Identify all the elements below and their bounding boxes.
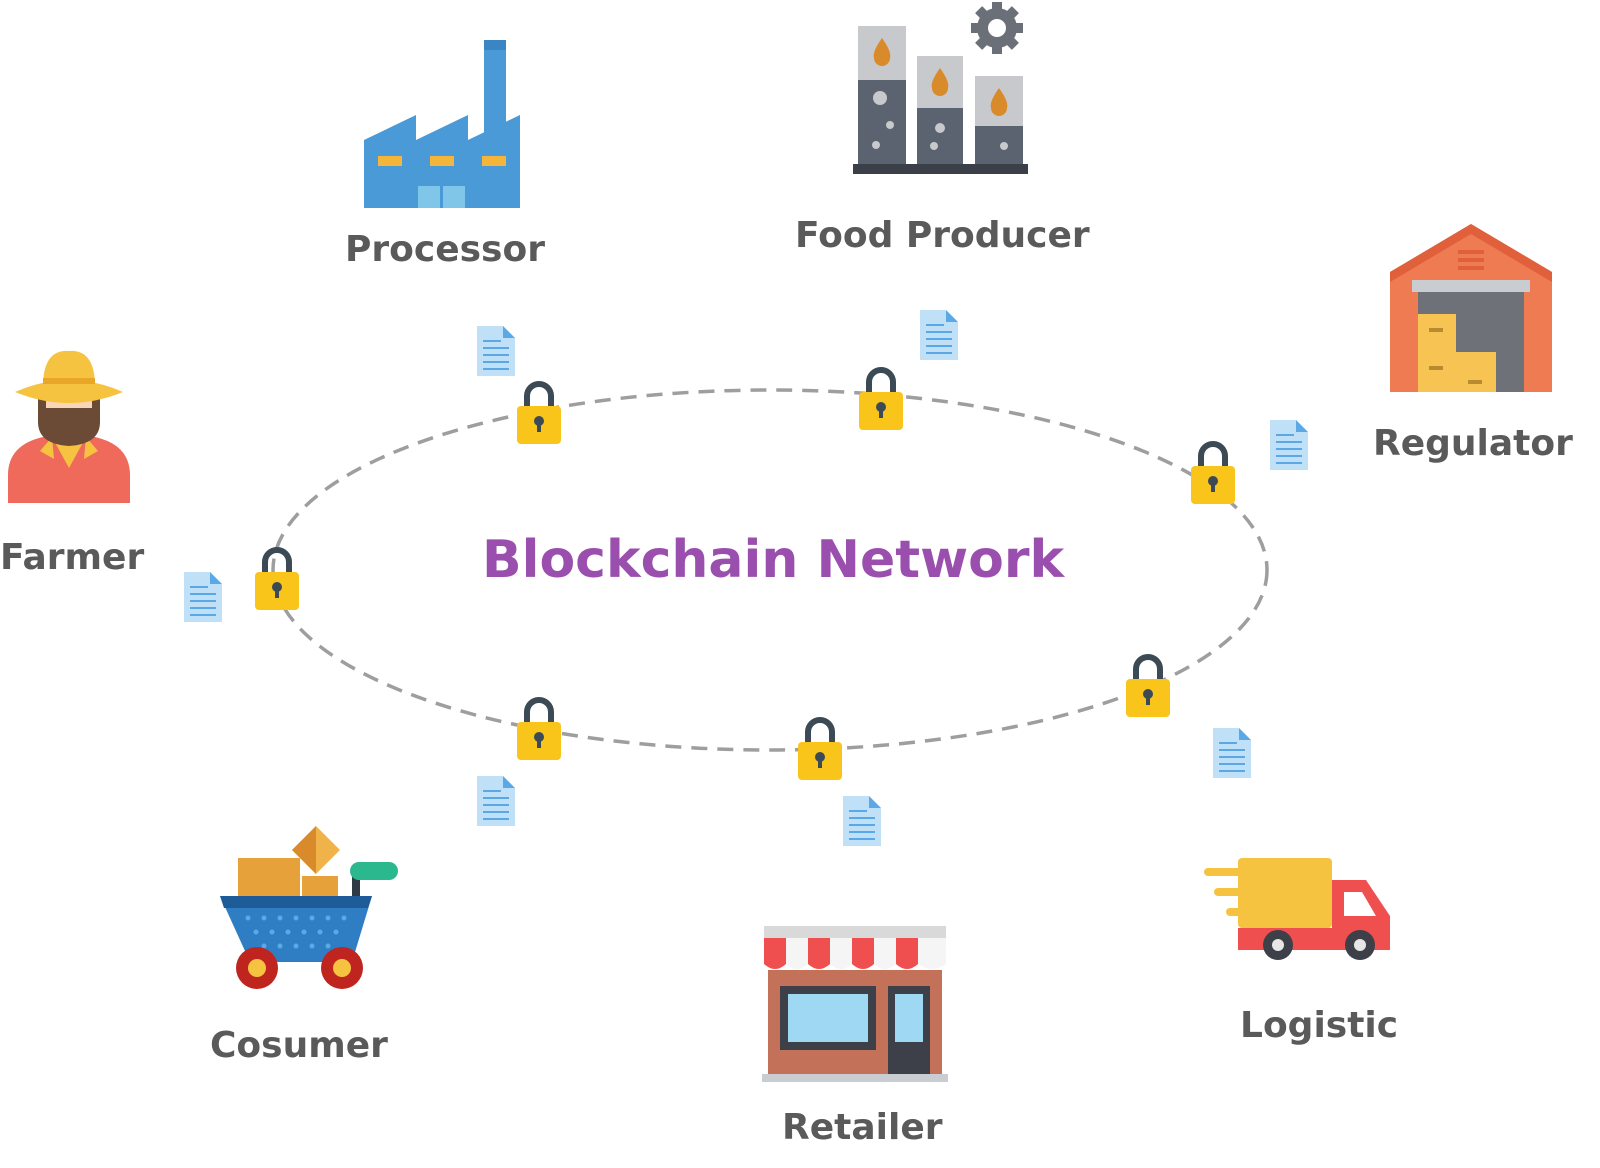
document-icon <box>184 572 222 622</box>
shopping-cart-icon <box>220 826 398 989</box>
lock-icon <box>1191 444 1235 504</box>
node-label-food-producer: Food Producer <box>795 215 1090 256</box>
document-icon <box>843 796 881 846</box>
document-icon <box>1213 728 1251 778</box>
node-label-logistic: Logistic <box>1240 1005 1399 1046</box>
oil-barrels-with-gear-icon <box>853 2 1028 174</box>
warehouse-icon <box>1390 224 1552 392</box>
document-icon <box>920 310 958 360</box>
node-label-farmer: Farmer <box>0 537 145 578</box>
storefront-icon <box>762 926 948 1082</box>
document-icon <box>477 326 515 376</box>
node-label-consumer: Cosumer <box>210 1025 388 1066</box>
document-icon <box>1270 420 1308 470</box>
document-icon <box>477 776 515 826</box>
lock-icon <box>1126 657 1170 717</box>
delivery-truck-icon <box>1204 858 1390 960</box>
factory-icon <box>364 40 520 208</box>
node-label-retailer: Retailer <box>782 1107 943 1148</box>
node-label-regulator: Regulator <box>1373 423 1573 464</box>
lock-icon <box>255 550 299 610</box>
lock-icon <box>517 384 561 444</box>
node-label-processor: Processor <box>345 229 545 270</box>
lock-icon <box>798 720 842 780</box>
lock-icon <box>859 370 903 430</box>
network-ring <box>271 388 1269 752</box>
farmer-icon <box>8 350 130 503</box>
network-title: Blockchain Network <box>482 530 1065 590</box>
lock-icon <box>517 700 561 760</box>
